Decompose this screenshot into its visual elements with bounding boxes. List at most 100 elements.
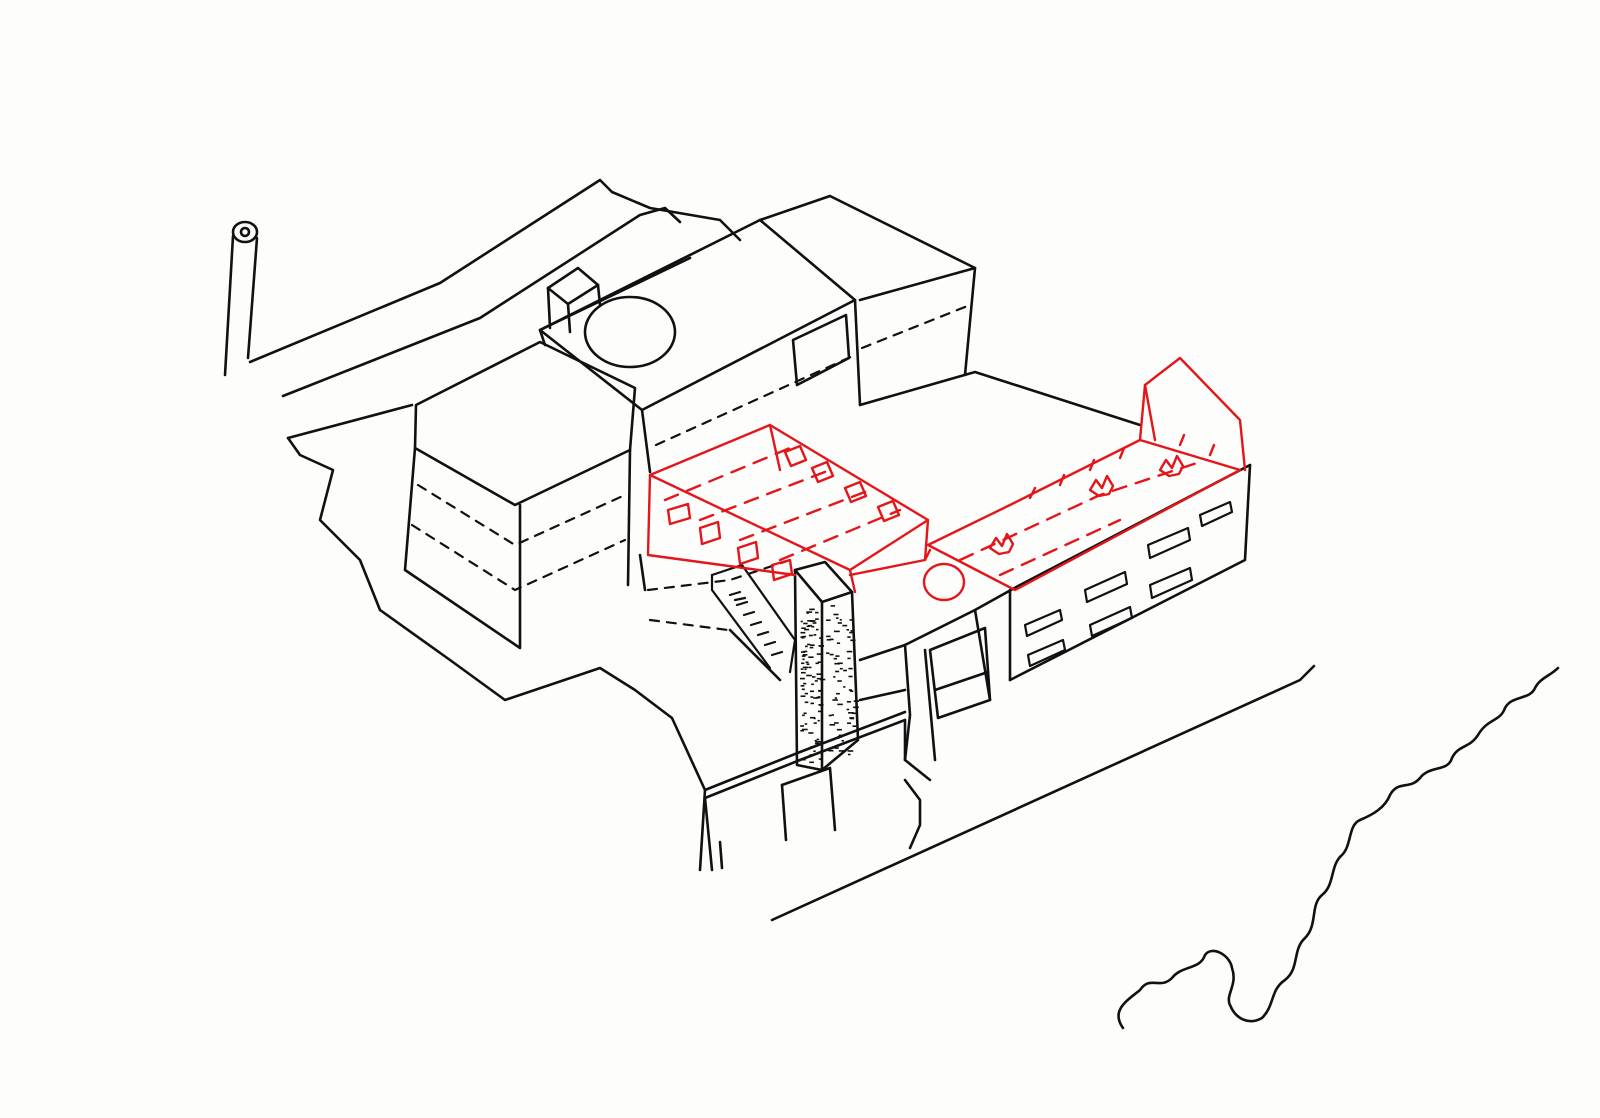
brick-mark bbox=[815, 618, 819, 620]
brick-mark bbox=[846, 650, 853, 653]
brick-tower bbox=[793, 560, 860, 772]
brick-mark bbox=[848, 712, 854, 714]
brick-mark bbox=[834, 662, 840, 665]
brick-mark bbox=[805, 645, 808, 648]
door-frame bbox=[928, 626, 992, 720]
brick-mark bbox=[816, 677, 821, 680]
brick-mark bbox=[810, 644, 815, 646]
brick-mark bbox=[813, 750, 816, 752]
brick-mark bbox=[808, 624, 812, 627]
brick-mark bbox=[816, 653, 822, 655]
brick-mark bbox=[846, 708, 850, 711]
left-block bbox=[403, 340, 637, 650]
central-block bbox=[538, 218, 862, 474]
brick-mark bbox=[847, 722, 851, 724]
brick-mark bbox=[801, 662, 805, 665]
brick-mark bbox=[848, 689, 852, 691]
brick-mark bbox=[837, 622, 842, 624]
brick-mark bbox=[847, 750, 854, 752]
brick-mark bbox=[804, 628, 810, 631]
brick-mark bbox=[803, 682, 807, 685]
brick-mark bbox=[819, 704, 823, 707]
brick-mark bbox=[800, 636, 804, 638]
brick-mark bbox=[802, 658, 805, 661]
brick-mark bbox=[829, 724, 836, 726]
brick-mark bbox=[811, 625, 815, 628]
site-outline bbox=[286, 403, 922, 872]
river-edge bbox=[1117, 666, 1560, 1030]
brick-mark bbox=[809, 608, 814, 611]
brick-mark bbox=[837, 680, 842, 682]
brick-mark bbox=[832, 699, 838, 701]
brick-mark bbox=[803, 712, 807, 715]
brick-mark bbox=[807, 643, 811, 646]
brick-mark bbox=[847, 636, 851, 638]
brick-mark bbox=[813, 717, 816, 720]
circular-skylight bbox=[583, 295, 677, 369]
brick-mark bbox=[850, 690, 854, 692]
brick-mark bbox=[804, 723, 808, 725]
brick-mark bbox=[851, 630, 855, 632]
brick-mark bbox=[806, 611, 813, 613]
brick-mark bbox=[834, 697, 837, 699]
brick-mark bbox=[852, 725, 857, 727]
front-windows bbox=[1023, 500, 1234, 668]
brick-mark bbox=[841, 740, 844, 742]
red-garden-dashes bbox=[958, 460, 1202, 577]
brick-mark bbox=[826, 652, 830, 654]
brick-mark bbox=[803, 650, 808, 653]
brick-mark bbox=[806, 625, 810, 628]
brick-mark bbox=[853, 706, 859, 709]
brick-mark bbox=[804, 701, 809, 704]
brick-mark bbox=[802, 666, 809, 669]
brick-mark bbox=[817, 719, 820, 722]
brick-mark bbox=[809, 761, 814, 764]
brick-mark bbox=[802, 654, 808, 656]
brick-mark bbox=[818, 710, 822, 713]
brick-mark bbox=[834, 747, 839, 749]
brick-mark bbox=[826, 639, 831, 641]
brick-mark bbox=[813, 697, 819, 699]
brick-mark bbox=[819, 637, 823, 639]
brick-mark bbox=[818, 758, 822, 760]
brick-mark bbox=[806, 674, 812, 677]
brick-mark bbox=[835, 617, 839, 619]
middle-roof bbox=[858, 370, 1142, 427]
brick-mark bbox=[826, 635, 831, 638]
street-lines bbox=[248, 178, 1316, 922]
brick-mark bbox=[802, 635, 806, 638]
brick-mark bbox=[816, 673, 821, 675]
brick-mark bbox=[843, 669, 847, 672]
brick-mark bbox=[853, 700, 859, 702]
low-front-wall bbox=[703, 710, 932, 872]
brick-mark bbox=[814, 739, 817, 742]
brick-mark bbox=[834, 722, 839, 724]
brick-mark bbox=[800, 685, 805, 687]
brick-mark bbox=[800, 620, 803, 623]
brick-mark bbox=[850, 630, 853, 632]
brick-mark bbox=[838, 750, 845, 752]
brick-mark bbox=[801, 671, 806, 674]
lower-road-line bbox=[770, 664, 1316, 922]
brick-mark bbox=[833, 630, 840, 633]
brick-mark bbox=[804, 668, 807, 671]
proposed-extension bbox=[646, 356, 1247, 602]
brick-mark bbox=[801, 627, 806, 629]
brick-mark bbox=[814, 680, 818, 682]
brick-mark bbox=[801, 688, 805, 691]
brick-mark bbox=[815, 611, 819, 614]
brick-mark bbox=[850, 639, 856, 642]
roof-opening bbox=[791, 313, 851, 387]
brick-mark bbox=[806, 612, 809, 614]
back-roof-lines bbox=[538, 190, 742, 332]
brick-mark bbox=[801, 651, 805, 653]
brick-mark bbox=[848, 667, 853, 670]
brick-mark bbox=[810, 620, 815, 622]
brick-mark bbox=[808, 634, 813, 637]
brick-mark bbox=[800, 695, 806, 697]
brick-mark bbox=[818, 690, 822, 692]
brick-mark bbox=[810, 696, 814, 698]
brick-mark bbox=[815, 741, 822, 743]
brick-mark bbox=[830, 605, 836, 607]
